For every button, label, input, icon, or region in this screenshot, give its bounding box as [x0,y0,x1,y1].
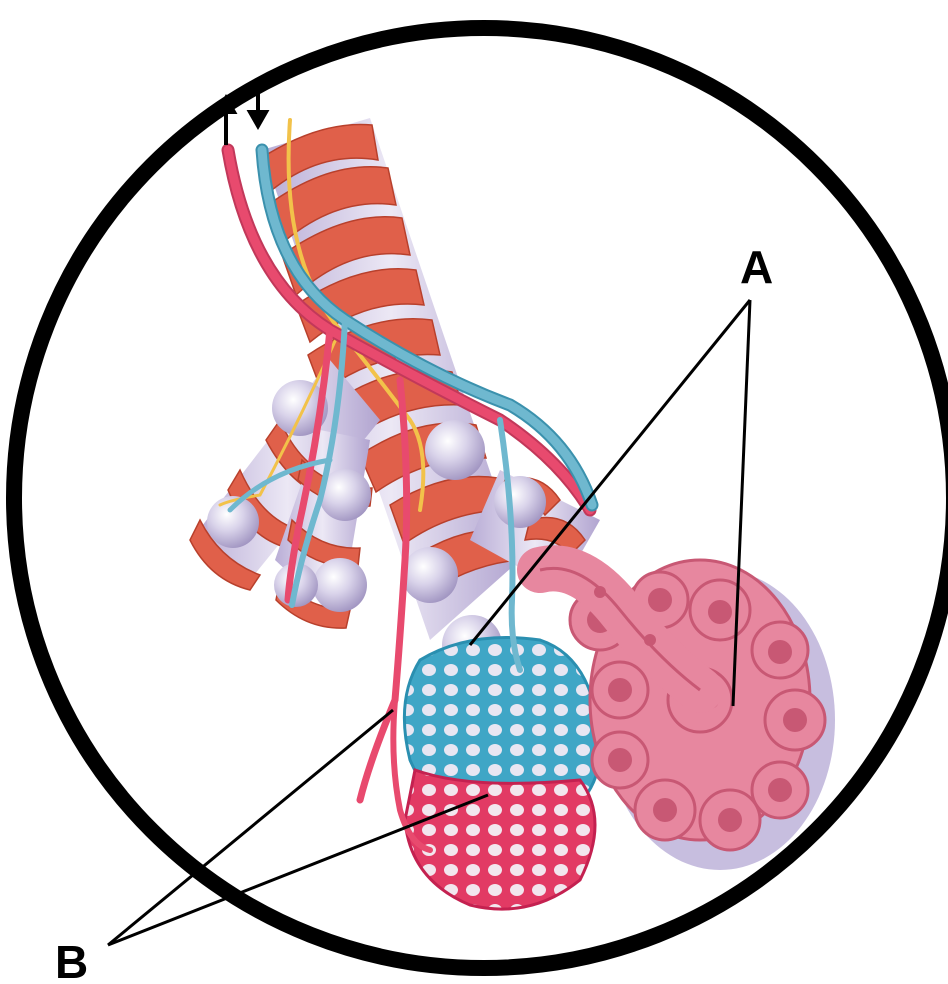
capillary-network [404,638,600,910]
label-b: B [55,936,88,984]
label-a: A [740,241,773,293]
